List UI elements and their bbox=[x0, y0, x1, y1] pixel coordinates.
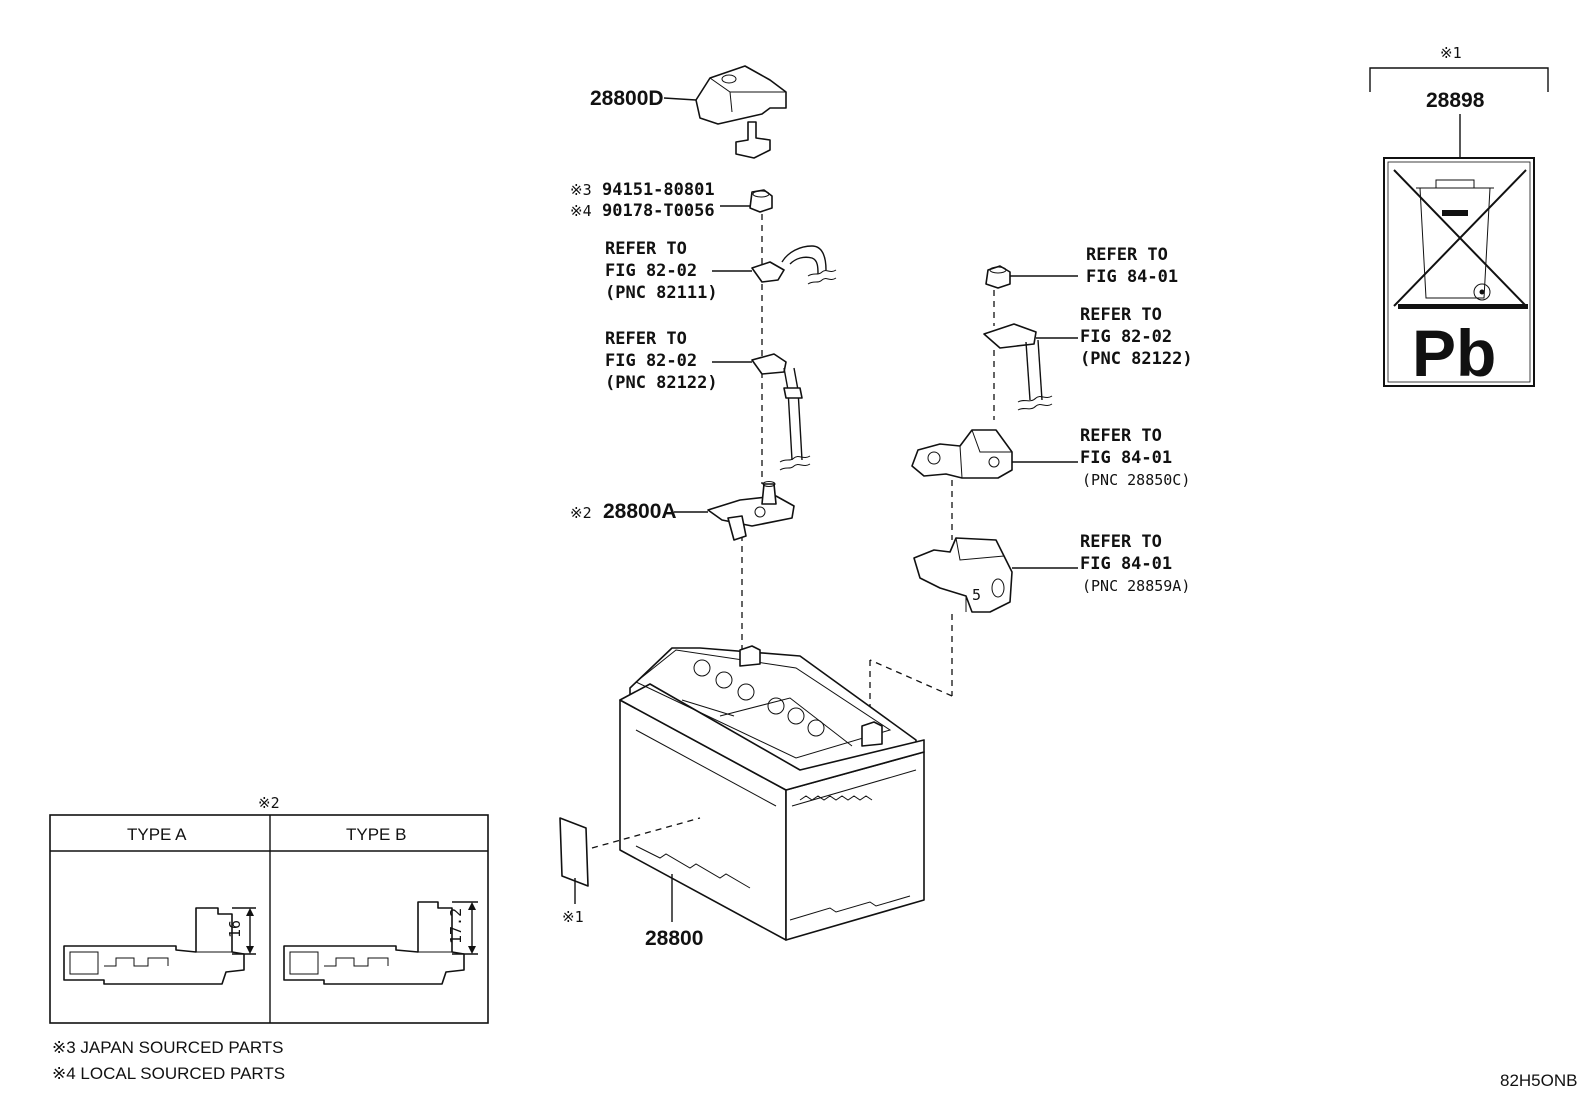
cover-part-number: 28800D bbox=[590, 87, 664, 110]
recycle-part-number: 28898 bbox=[1426, 89, 1485, 112]
ref3-line1: REFER TO bbox=[1086, 245, 1168, 265]
nut-part-number-3: 94151-80801 bbox=[602, 180, 715, 200]
ref3-line2: FIG 84-01 bbox=[1086, 267, 1178, 287]
terminal-cover-28859a-part[interactable]: 5 bbox=[913, 537, 1013, 613]
ref1-line1: REFER TO bbox=[605, 239, 687, 259]
ref1-line2: FIG 82-02 bbox=[605, 261, 697, 281]
figure-code: 82H5ONB bbox=[1500, 1071, 1577, 1090]
label-note: ※1 bbox=[562, 908, 584, 926]
ref4-line1: REFER TO bbox=[1080, 305, 1162, 325]
ref2-line3: (PNC 82122) bbox=[605, 373, 718, 393]
cable-82111[interactable] bbox=[751, 245, 837, 285]
ref5-line2: FIG 84-01 bbox=[1080, 448, 1172, 468]
battery-label-sticker[interactable] bbox=[559, 817, 589, 887]
type-table-note: ※2 bbox=[258, 794, 280, 812]
ref6-line2: FIG 84-01 bbox=[1080, 554, 1172, 574]
terminal-note: ※2 bbox=[570, 504, 592, 522]
ref4-line2: FIG 82-02 bbox=[1080, 327, 1172, 347]
nut-note4: ※4 bbox=[570, 202, 592, 220]
ref6-line3: (PNC 28859A) bbox=[1082, 577, 1190, 595]
terminal-part-number: 28800A bbox=[603, 500, 677, 523]
cable-82122-right[interactable] bbox=[983, 323, 1053, 411]
ref1-line3: (PNC 82111) bbox=[605, 283, 718, 303]
ref2-line1: REFER TO bbox=[605, 329, 687, 349]
svg-text:5: 5 bbox=[972, 586, 981, 604]
nut-right[interactable] bbox=[985, 265, 1011, 289]
type-a-drawing: 16 bbox=[63, 907, 256, 985]
battery-part-number: 28800 bbox=[645, 927, 703, 950]
cable-82122-left[interactable] bbox=[751, 353, 811, 471]
ref5-line1: REFER TO bbox=[1080, 426, 1162, 446]
nut-part-number-4: 90178-T0056 bbox=[602, 201, 715, 221]
terminal-28850c-part[interactable] bbox=[911, 429, 1013, 479]
footnote-japan-sourced: ※3 JAPAN SOURCED PARTS bbox=[52, 1038, 284, 1057]
ref4-line3: (PNC 82122) bbox=[1080, 349, 1193, 369]
type-b-drawing: 17.2 bbox=[283, 901, 478, 985]
footnote-local-sourced: ※4 LOCAL SOURCED PARTS bbox=[52, 1064, 285, 1083]
nut-note3: ※3 bbox=[570, 181, 592, 199]
type-a-dimension: 16 bbox=[226, 920, 244, 938]
ref2-line2: FIG 82-02 bbox=[605, 351, 697, 371]
terminal-28800a-part[interactable] bbox=[707, 481, 795, 541]
recycle-label: ※1 28898 Pb bbox=[1369, 44, 1549, 390]
ref6-line1: REFER TO bbox=[1080, 532, 1162, 552]
nut-part[interactable] bbox=[749, 189, 773, 213]
terminal-cover-part[interactable] bbox=[695, 65, 787, 159]
type-b-dimension: 17.2 bbox=[447, 908, 465, 944]
terminal-type-table: ※2 TYPE A TYPE B 16 bbox=[49, 794, 489, 1024]
lead-symbol: Pb bbox=[1412, 316, 1496, 390]
ref5-line3: (PNC 28850C) bbox=[1082, 471, 1190, 489]
battery-part[interactable] bbox=[619, 645, 925, 941]
type-b-label: TYPE B bbox=[346, 825, 406, 844]
type-a-label: TYPE A bbox=[127, 825, 187, 844]
recycle-note: ※1 bbox=[1440, 44, 1462, 62]
